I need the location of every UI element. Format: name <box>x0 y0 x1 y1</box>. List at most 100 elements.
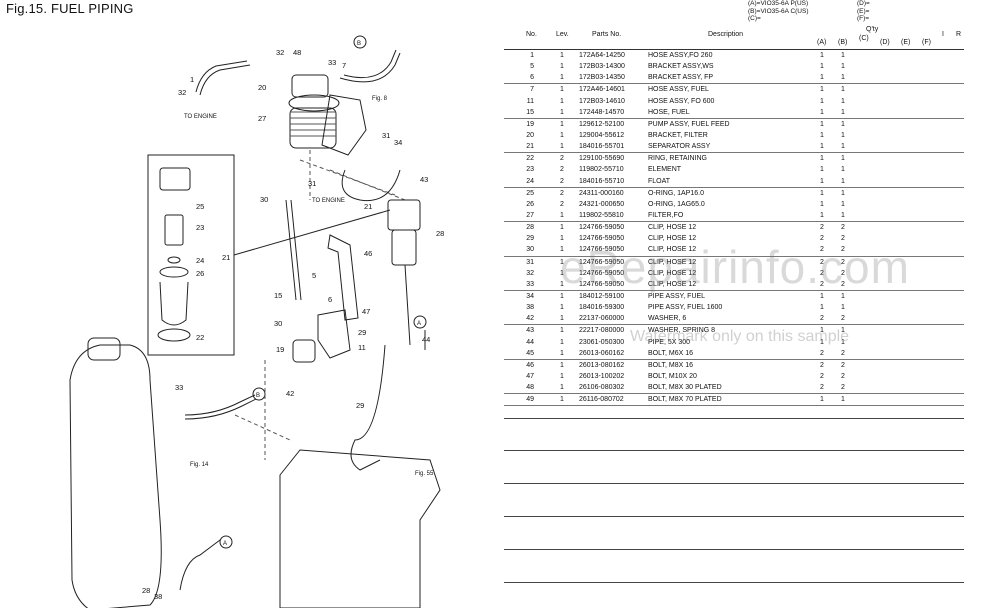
part-description: PIPE ASSY, FUEL 1600 <box>648 304 723 312</box>
part-number-index: 47 <box>526 372 534 380</box>
part-code: 172B03-14610 <box>579 97 625 105</box>
to-engine-note: TO ENGINE <box>312 198 345 204</box>
part-description: BOLT, M8X 16 <box>648 361 694 369</box>
qty-b: 2 <box>841 246 845 254</box>
model-legend-left: (A)=VIO35-6A P(US) (B)=VIO35-6A C(US) (C… <box>748 0 809 23</box>
callout-label: 15 <box>274 291 282 300</box>
part-level: 1 <box>560 304 564 312</box>
part-level: 1 <box>560 211 564 219</box>
callout-label: 48 <box>293 48 301 57</box>
qty-a: 2 <box>820 384 824 392</box>
callout-label: 33 <box>328 58 336 67</box>
part-level: 1 <box>560 108 564 116</box>
callout-label: 32 <box>276 48 284 57</box>
part-description: HOSE, FUEL <box>648 108 690 116</box>
qty-b: 1 <box>841 143 845 151</box>
callout-label: 25 <box>196 202 204 211</box>
callout-label: 27 <box>258 114 266 123</box>
part-level: 1 <box>560 224 564 232</box>
part-level: 1 <box>560 131 564 139</box>
part-number-index: 11 <box>526 97 534 105</box>
hose-line <box>339 52 401 83</box>
part-number-index: 32 <box>526 269 534 277</box>
part-code: 184016-55701 <box>579 143 625 151</box>
qty-a: 1 <box>820 97 824 105</box>
qty-a: 1 <box>820 189 824 197</box>
figure-reference: Fig. 14 <box>190 462 209 468</box>
callout-label: 46 <box>364 249 372 258</box>
qty-b: 2 <box>841 280 845 288</box>
qty-a: 1 <box>820 177 824 185</box>
part-level: 1 <box>560 143 564 151</box>
qty-a: 1 <box>820 338 824 346</box>
part-description: WASHER, SPRING 8 <box>648 327 716 335</box>
qty-a: 2 <box>820 269 824 277</box>
hose-line <box>184 398 257 420</box>
callout-label: 33 <box>175 383 183 392</box>
part-code: 22217-080000 <box>579 327 625 335</box>
qty-b: 1 <box>841 131 845 139</box>
part-code: 129612-52100 <box>579 120 625 128</box>
part-level: 1 <box>560 396 564 404</box>
part-number-index: 26 <box>526 200 534 208</box>
leader-dashed <box>234 360 291 460</box>
part-description: FLOAT <box>648 177 671 185</box>
inset-oring-large-shape <box>159 266 189 278</box>
qty-a: 2 <box>820 361 824 369</box>
part-description: HOSE ASSY, FUEL <box>648 86 709 94</box>
group-rule <box>504 117 964 119</box>
callout-label: 19 <box>276 345 284 354</box>
part-number-index: 48 <box>526 384 534 392</box>
filter-head-shape <box>291 74 329 98</box>
qty-b: 1 <box>841 304 845 312</box>
part-number-index: 38 <box>526 304 534 312</box>
part-description: CLIP, HOSE 12 <box>648 258 697 266</box>
callout-label: 38 <box>154 592 162 601</box>
callout-label: 29 <box>356 401 364 410</box>
group-rule <box>504 289 964 291</box>
inset-ring-shape <box>157 328 191 342</box>
group-rule <box>504 405 964 407</box>
separator-bowl-shape <box>391 229 417 266</box>
hose-line <box>341 169 401 202</box>
part-code: 172A46-14601 <box>579 86 625 94</box>
part-description: HOSE ASSY,FO 260 <box>648 52 713 59</box>
part-number-index: 20 <box>526 131 534 139</box>
part-number-index: 19 <box>526 120 534 128</box>
blank-rule <box>504 516 964 517</box>
qty-b: 1 <box>841 120 845 128</box>
callout-label: 42 <box>286 389 294 398</box>
part-code: 124766-59050 <box>579 235 625 243</box>
blank-rule <box>504 483 964 484</box>
inset-head-shape <box>159 167 191 191</box>
callout-label: 24 <box>196 256 204 265</box>
part-number-index: 45 <box>526 349 534 357</box>
callout-label: 30 <box>260 195 268 204</box>
qty-b: 2 <box>841 269 845 277</box>
qty-a: 2 <box>820 224 824 232</box>
callout-label: 26 <box>196 269 204 278</box>
qty-a: 2 <box>820 258 824 266</box>
watermark-subtext: Watermark only on this sample <box>630 328 850 345</box>
part-description: O-RING, 1AP16.0 <box>648 189 705 197</box>
part-code: 26116-080702 <box>579 396 624 404</box>
part-code: 172448-14570 <box>579 108 625 116</box>
callout-label: 11 <box>358 343 366 352</box>
qty-b: 2 <box>841 258 845 266</box>
header-rule <box>504 49 964 50</box>
part-description: ELEMENT <box>648 166 682 174</box>
pump-shape <box>292 339 316 363</box>
part-level: 1 <box>560 349 564 357</box>
part-level: 1 <box>560 120 564 128</box>
part-description: FILTER,FO <box>648 211 684 219</box>
